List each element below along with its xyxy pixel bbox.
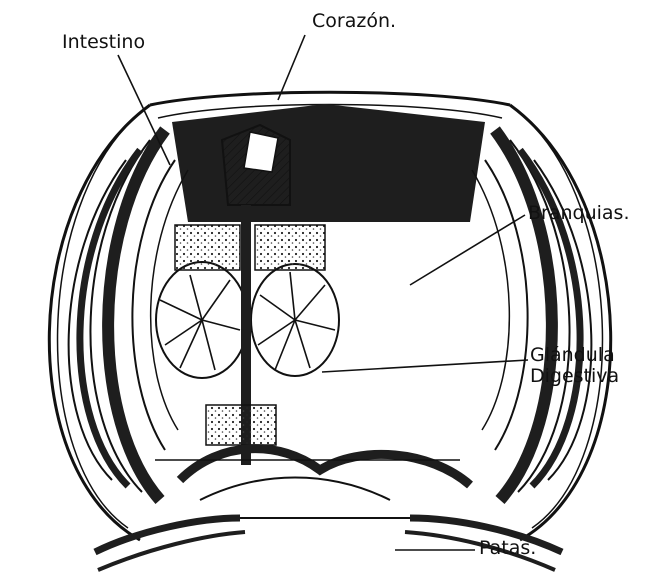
label-glandula-digestiva: Glándula Digestiva <box>530 345 619 387</box>
label-patas: Patas. <box>479 538 536 559</box>
leader-glandula <box>322 360 528 372</box>
sternum <box>155 449 470 500</box>
label-corazon: Corazón. <box>312 11 396 32</box>
central-body <box>172 104 485 222</box>
leader-branquias <box>410 215 525 285</box>
label-branquias: Branquias. <box>528 203 630 224</box>
label-intestino: Intestino <box>62 32 145 53</box>
leader-corazon <box>278 35 305 100</box>
gills-right <box>472 130 591 500</box>
label-glandula-line2: Digestiva <box>530 366 619 387</box>
label-glandula-line1: Glándula <box>530 345 619 366</box>
